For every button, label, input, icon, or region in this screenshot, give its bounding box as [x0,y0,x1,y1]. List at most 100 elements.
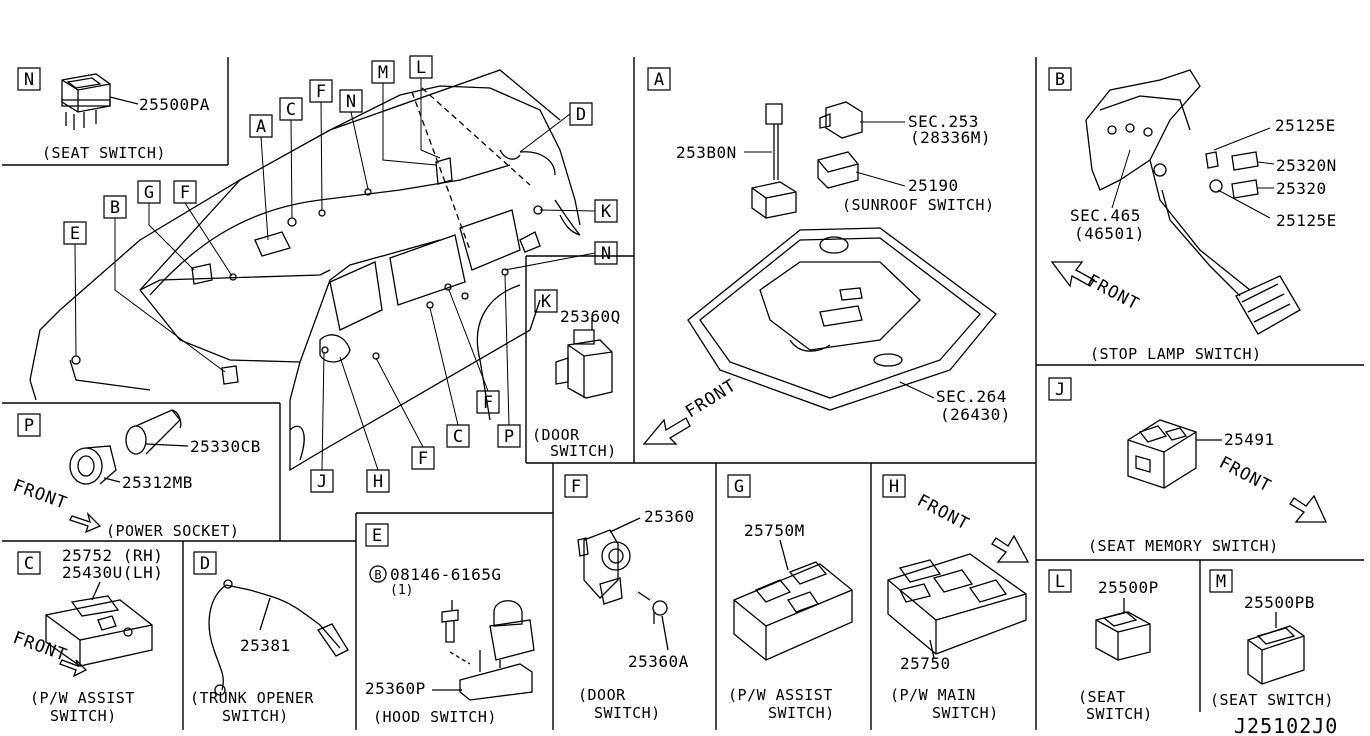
callout-e: E [70,224,80,244]
part-25750: 25750 [900,654,951,673]
front-label-p: FRONT [10,476,70,514]
power-socket-drawing [70,410,188,484]
panel-letter-e: E [372,526,382,546]
vehicle-leader-lines [75,78,595,470]
panel-borders [2,57,1364,730]
part-25312mb: 25312MB [122,473,193,492]
front-label-b: FRONT [1084,271,1143,315]
panel-letter-p: P [24,416,34,436]
part-25500p: 25500P [1098,578,1159,597]
stop-lamp-leader-lines [1112,128,1274,218]
part-qty: (1) [390,583,413,598]
panel-letter-f: F [571,477,581,497]
trunk-opener-drawing [209,580,348,695]
door-switch-k-drawing [556,318,612,398]
caption-pw-assist-c-2: SWITCH) [50,707,117,725]
callout-k: K [601,202,612,222]
part-25125e-bottom: 25125E [1276,211,1337,230]
pw-assist-switch-g-drawing [734,562,852,660]
front-arrow-b [1052,262,1094,286]
part-25430u-lh: 25430U(LH) [62,563,163,582]
sec-253-code: (28336M) [910,128,991,147]
front-arrow-j [1290,496,1326,522]
part-25360: 25360 [644,507,695,526]
caption-door-switch-f-2: SWITCH) [594,704,661,722]
callout-n2: N [601,244,611,264]
caption-pw-main-1: (P/W MAIN [890,686,976,704]
pw-main-switch-drawing [888,554,1026,654]
callout-b: B [110,198,120,218]
caption-pw-assist-c-1: (P/W ASSIST [30,689,135,707]
callout-n: N [346,92,356,112]
bolt-marker-circle [370,566,386,582]
caption-door-switch-k-1: (DOOR [532,426,580,444]
front-label-h: FRONT [914,491,973,535]
callout-l: L [416,58,426,78]
callout-g: G [144,183,154,203]
leader-f-25360a [662,616,668,650]
door-switch-f-drawing [578,530,667,624]
bolt-marker-b: B [374,568,381,582]
front-arrow-a [644,418,690,444]
panel-letter-h: H [889,477,899,497]
callout-c: C [286,100,296,120]
callout-m: M [378,63,388,83]
part-25750m: 25750M [744,521,805,540]
panel-letter-a: A [654,70,664,90]
caption-trunk-opener-2: SWITCH) [222,707,289,725]
caption-hood-switch: (HOOD SWITCH) [373,708,497,726]
seat-switch-m-drawing [1248,612,1304,684]
part-25360p: 25360P [365,679,426,698]
sec-253: SEC.253 [908,112,979,131]
front-label-j: FRONT [1216,453,1275,497]
panel-letter-l: L [1055,572,1065,592]
part-25381: 25381 [240,636,291,655]
part-25320n: 25320N [1276,156,1337,175]
part-08146-6165g: 08146-6165G [390,565,501,584]
caption-power-socket: (POWER SOCKET) [106,522,239,540]
front-label-c: FRONT [10,628,70,666]
caption-seat-memory: (SEAT MEMORY SWITCH) [1088,537,1279,555]
leader-c [92,582,100,600]
callout-f4: F [483,393,493,413]
pw-assist-switch-c-drawing [46,596,152,666]
sec-264: SEC.264 [936,387,1007,406]
caption-pw-main-2: SWITCH) [932,704,999,722]
sec-465-code: (46501) [1074,224,1145,243]
panel-letter-b: B [1055,70,1065,90]
front-label-a: FRONT [682,376,740,423]
part-25360q: 25360Q [560,307,621,326]
callout-f2: F [180,183,190,203]
seat-switch-n-drawing [62,74,138,130]
caption-sunroof-switch: (SUNROOF SWITCH) [842,196,995,214]
part-25190: 25190 [908,176,959,195]
callout-f: F [316,82,326,102]
callout-d: D [576,105,586,125]
caption-door-switch-k-2: SWITCH) [550,442,617,460]
front-arrow-c [60,660,86,676]
part-25125e-top: 25125E [1275,116,1336,135]
panel-letter-d: D [200,554,210,574]
part-25491: 25491 [1224,430,1275,449]
caption-seat-switch-n: (SEAT SWITCH) [42,144,166,162]
sunroof-switch-drawing [688,102,996,410]
front-arrow-p [70,514,100,532]
caption-seat-switch-m: (SEAT SWITCH) [1210,691,1334,709]
leader-f-25360 [610,518,640,532]
panel-letter-boxes [18,68,1232,592]
callout-j: J [317,472,327,492]
panel-letter-n: N [24,70,34,90]
part-25500pb: 25500PB [1244,593,1315,612]
sec-465: SEC.465 [1070,206,1141,225]
part-253b0n: 253B0N [676,143,737,162]
leader-h [930,640,934,658]
seat-memory-drawing [1128,420,1222,488]
seat-switch-l-drawing [1096,598,1150,660]
sunroof-leader-lines [744,122,934,398]
part-25500pa: 25500PA [139,95,210,114]
leader-g [780,540,788,570]
part-25752-rh: 25752 (RH) [62,546,163,565]
panel-letter-m: M [1216,572,1226,592]
panel-letter-c: C [24,554,34,574]
stop-lamp-drawing [1086,70,1300,334]
